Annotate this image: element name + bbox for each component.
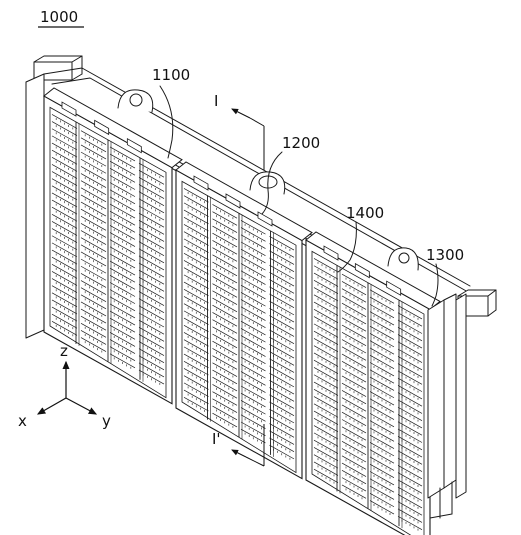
axis-x-label: x (18, 412, 27, 430)
label-connector: 1400 (346, 204, 384, 222)
reference-labels: 1100 1200 1400 1300 (152, 66, 464, 307)
axis-z-label: z (60, 342, 68, 360)
module-panel-middle (175, 161, 313, 480)
coordinate-axes: z x y (18, 342, 111, 430)
battery-frame-assembly (25, 55, 497, 535)
label-first-module: 1100 (152, 66, 190, 84)
right-end-plate (427, 289, 497, 519)
label-third-module: 1300 (426, 246, 464, 264)
module-panel-right (305, 231, 441, 535)
cell-modules (43, 87, 441, 535)
label-second-module: 1200 (282, 134, 320, 152)
section-label-top: I (214, 92, 218, 110)
figure-number: 1000 (40, 8, 78, 26)
section-label-bottom: I' (212, 430, 221, 448)
axis-y-label: y (102, 412, 111, 430)
left-end-plate (25, 55, 83, 339)
section-line: I I' (212, 92, 265, 467)
module-panel-left (43, 87, 183, 405)
